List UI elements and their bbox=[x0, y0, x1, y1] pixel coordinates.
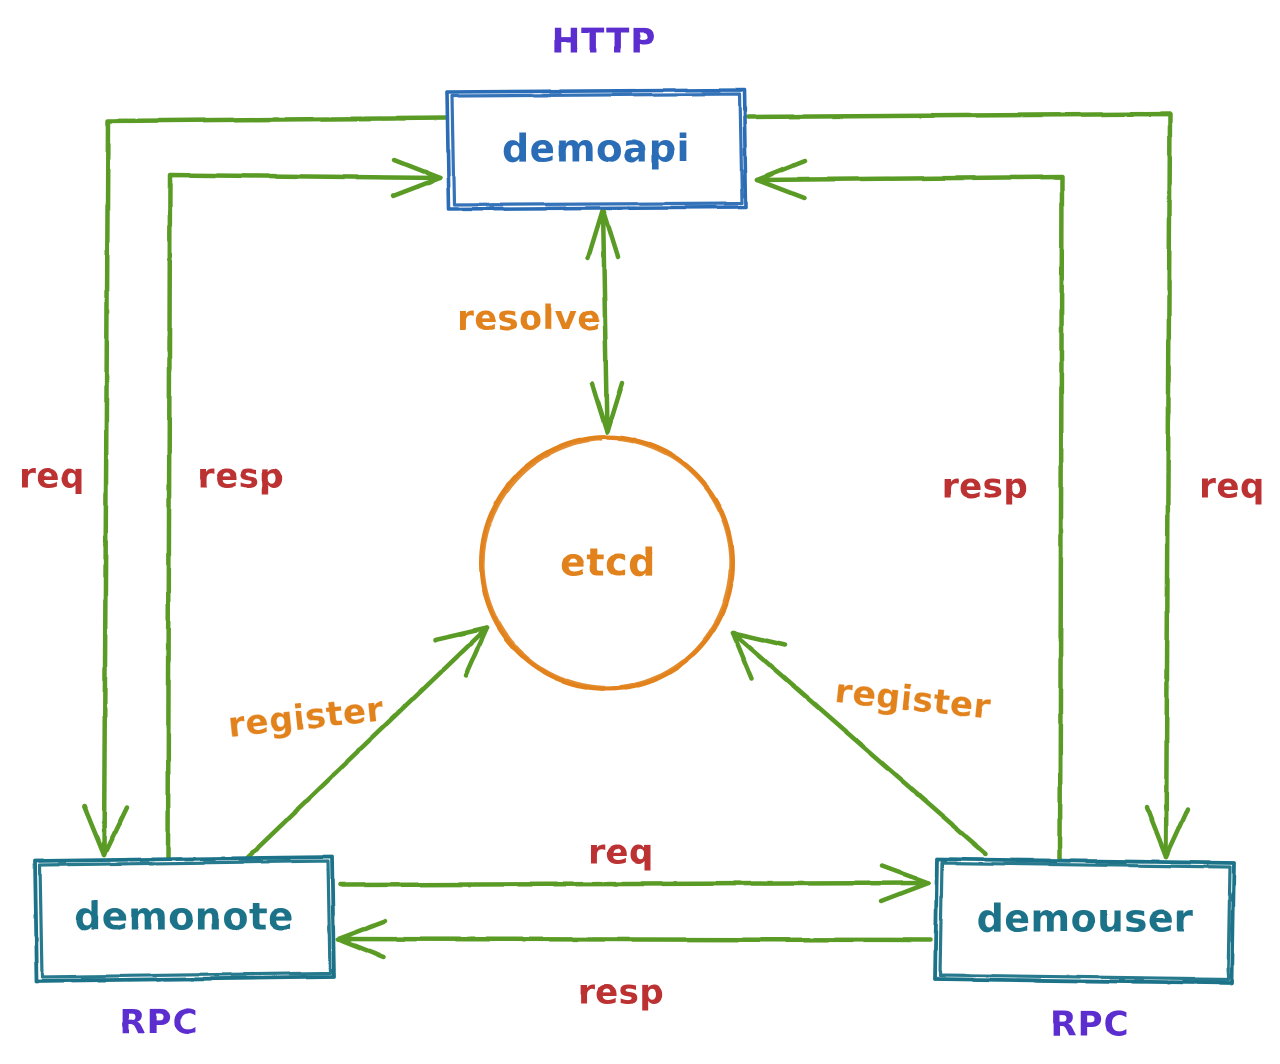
edge-api-etcd-resolve bbox=[585, 206, 625, 435]
node-demouser[interactable]: demouser bbox=[933, 857, 1236, 985]
node-label-demoapi: demoapi bbox=[502, 127, 690, 171]
edge-label-resp-right: resp bbox=[942, 467, 1028, 507]
edge-note-to-api-resp bbox=[165, 157, 443, 863]
edge-label-req-right: req bbox=[1199, 467, 1265, 507]
node-demoapi[interactable]: demoapi bbox=[445, 88, 748, 211]
edge-note-etcd-register bbox=[240, 625, 490, 865]
edge-note-to-user-req bbox=[337, 863, 931, 904]
node-label-etcd: etcd bbox=[560, 541, 656, 585]
protocol-label-rpc-demouser: RPC bbox=[1050, 1005, 1129, 1045]
edge-api-to-note-req bbox=[81, 115, 450, 858]
edge-user-to-api-resp bbox=[754, 158, 1065, 863]
edge-label-req-bottom: req bbox=[588, 833, 654, 873]
edge-label-register-left: register bbox=[226, 689, 385, 745]
edge-api-to-user-req bbox=[745, 111, 1191, 860]
edge-label-resp-bottom: resp bbox=[578, 973, 664, 1013]
edge-label-register-right: register bbox=[833, 671, 992, 727]
node-label-demonote: demonote bbox=[74, 895, 294, 939]
protocol-label-http: HTTP bbox=[552, 22, 657, 62]
edge-label-resolve: resolve bbox=[457, 299, 601, 339]
edge-label-req-left: req bbox=[19, 457, 85, 497]
protocol-label-rpc-demonote: RPC bbox=[119, 1003, 198, 1043]
node-etcd[interactable]: etcd bbox=[479, 435, 735, 691]
node-label-demouser: demouser bbox=[977, 897, 1194, 941]
edge-label-resp-left: resp bbox=[198, 457, 284, 497]
edge-user-to-note-resp bbox=[335, 918, 933, 960]
node-demonote[interactable]: demonote bbox=[33, 855, 336, 983]
edge-user-etcd-register bbox=[730, 630, 989, 857]
